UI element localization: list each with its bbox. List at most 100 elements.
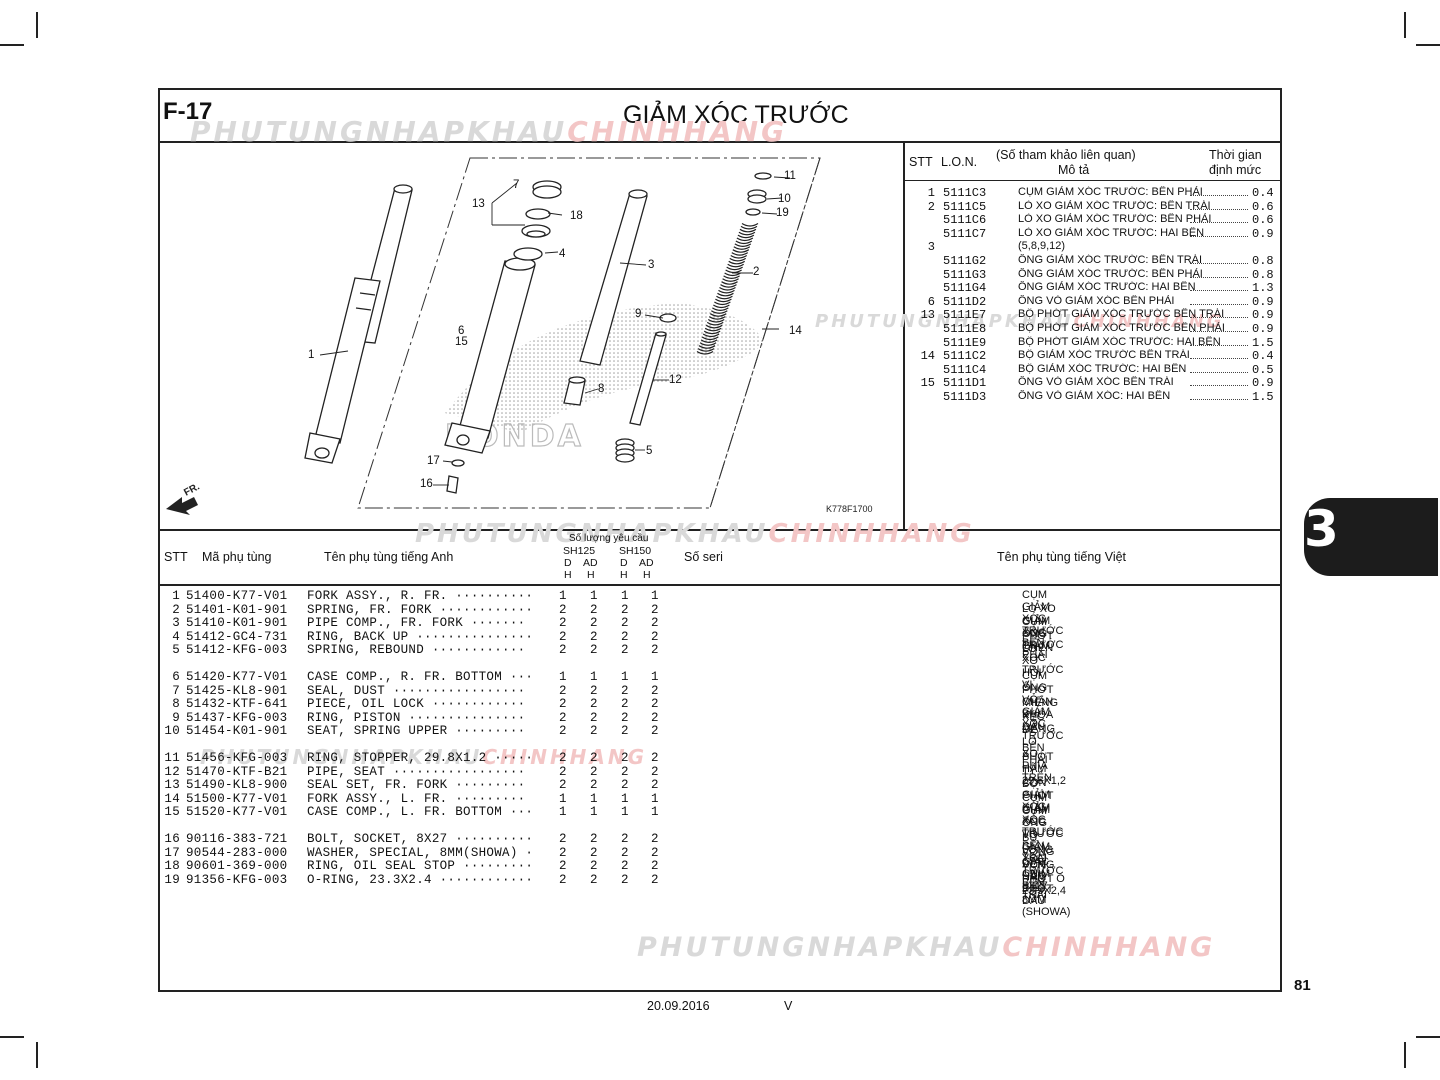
row-name-en: RING, BACK UP ··············· — [307, 629, 534, 644]
row-stt: 10 — [164, 724, 180, 739]
row-qty: 2 — [621, 859, 629, 874]
row-qty: 2 — [590, 643, 598, 658]
row-name-en: CASE COMP., R. FR. BOTTOM ··· — [307, 670, 534, 684]
row-part-number: 51401-K01-901 — [186, 602, 288, 617]
ref-row-code: 5111E9 — [943, 335, 987, 350]
row-qty: 2 — [559, 643, 567, 658]
row-qty: 2 — [651, 710, 659, 725]
row-qty: 2 — [559, 751, 567, 765]
row-qty: 2 — [559, 697, 567, 712]
svg-text:FR.: FR. — [182, 481, 202, 498]
row-qty: 2 — [590, 845, 598, 860]
row-qty: 2 — [651, 778, 659, 793]
parts-header-d2: D — [620, 557, 628, 569]
row-qty: 2 — [590, 832, 598, 846]
row-name-en: O-RING, 23.3X2.4 ············ — [307, 872, 534, 887]
diagram-divider — [903, 141, 905, 530]
callout-13: 13 — [472, 198, 485, 210]
parts-header-divider — [158, 584, 1282, 586]
row-qty: 2 — [590, 602, 598, 617]
ref-row-time: 0.9 — [1252, 308, 1274, 323]
section-tab: 3 — [1304, 498, 1438, 576]
ref-row-desc: LÒ XO GIẢM XÓC TRƯỚC: BÊN PHẢI — [1018, 213, 1246, 226]
ref-header-lon: L.O.N. — [941, 155, 978, 169]
callout-12: 12 — [669, 374, 682, 386]
row-part-number: 90601-369-000 — [186, 859, 288, 874]
row-name-en: FORK ASSY., L. FR. ········· — [307, 791, 526, 806]
ref-row-time: 0.5 — [1252, 362, 1274, 377]
ref-row-leader — [1190, 331, 1248, 332]
parts-header-name-vn: Tên phụ tùng tiếng Việt — [997, 550, 1127, 564]
row-name-vn: VÒNG ĐỆM ĐẶC BIỆT 8MM (SHOWA) — [1022, 845, 1071, 918]
row-part-number: 51470-KTF-B21 — [186, 764, 288, 779]
row-qty: 2 — [621, 764, 629, 779]
ref-row-code: 5111C2 — [943, 349, 987, 364]
ref-row-desc: (5,8,9,12) — [1018, 240, 1066, 253]
damper-parts-drawing — [563, 331, 667, 463]
row-qty: 2 — [559, 724, 567, 739]
callout-7: 7 — [513, 179, 520, 191]
ref-row-code: 5111D3 — [943, 390, 987, 404]
ref-row-leader — [1190, 303, 1248, 305]
diagram-bottom-divider — [158, 529, 1282, 531]
parts-header-serial: Số seri — [684, 550, 723, 564]
row-qty: 2 — [621, 602, 629, 617]
row-part-number: 51400-K77-V01 — [186, 589, 288, 603]
row-qty: 2 — [559, 764, 567, 779]
ref-row-leader — [1190, 263, 1248, 264]
row-part-number: 51454-K01-901 — [186, 724, 288, 739]
row-part-number: 51520-K77-V01 — [186, 805, 288, 820]
ref-row-desc: BỘ PHỚT GIẢM XÓC TRƯỚC BÊN TRÁI — [1018, 308, 1246, 321]
ref-row-desc: ỐNG GIẢM XÓC TRƯỚC: HAI BÊN — [1018, 281, 1246, 294]
callout-4: 4 — [559, 248, 566, 260]
row-part-number: 51456-KFG-003 — [186, 751, 288, 765]
fork-assembly-left-drawing — [304, 184, 413, 464]
figure-code: K778F1700 — [826, 504, 873, 514]
row-qty: 2 — [590, 764, 598, 779]
row-name-en: RING, OIL SEAL STOP ········· — [307, 859, 534, 874]
page-title: GIẢM XÓC TRƯỚC — [623, 101, 849, 129]
ref-row-time: 0.9 — [1252, 226, 1274, 241]
row-name-en: SPRING, FR. FORK ············ — [307, 602, 534, 617]
row-part-number: 91356-KFG-003 — [186, 872, 288, 887]
footer-date: 20.09.2016 — [647, 999, 710, 1013]
parts-header-h1: H — [564, 569, 572, 581]
row-name-vn: PHỚT CHÊN — [1022, 629, 1054, 654]
ref-row-time: 0.9 — [1252, 376, 1274, 391]
callout-9: 9 — [635, 308, 642, 320]
fork-case-drawing — [444, 257, 536, 454]
ref-row-desc: CỤM GIẢM XÓC TRƯỚC: BÊN PHẢI — [1018, 186, 1246, 198]
row-qty: 2 — [590, 872, 598, 887]
ref-header-time2: định mức — [1209, 163, 1262, 177]
callout-6: 6 — [458, 325, 465, 337]
ref-row-code: 5111C4 — [943, 362, 987, 377]
row-qty: 1 — [621, 670, 629, 684]
row-qty: 2 — [559, 683, 567, 698]
row-qty: 2 — [590, 751, 598, 765]
row-stt: 5 — [172, 643, 180, 658]
ref-row-code: 5111E7 — [943, 308, 987, 323]
ref-row-code: 5111G2 — [943, 254, 987, 268]
row-stt: 19 — [164, 872, 180, 887]
row-name-vn: CỤM GIẢM XÓC TRƯỚC BÊN PHẢI — [1022, 589, 1064, 661]
ref-row-leader — [1190, 371, 1248, 373]
ref-row-leader — [1190, 399, 1248, 400]
callout-5: 5 — [646, 445, 653, 457]
callout-1: 1 — [308, 349, 315, 361]
row-stt: 1 — [172, 589, 180, 603]
row-name-en: PIECE, OIL LOCK ············ — [307, 697, 526, 712]
bolt-washer-drawing — [446, 459, 465, 494]
ref-row-code: 5111D2 — [943, 294, 987, 309]
title-divider — [158, 141, 1282, 143]
row-stt: 18 — [164, 859, 180, 874]
row-qty: 2 — [621, 683, 629, 698]
row-qty: 2 — [621, 643, 629, 658]
row-name-vn: ĐẾ LÒ XO PHÍA TRÊN — [1022, 724, 1052, 785]
parts-header-model2: SH150 — [619, 545, 652, 557]
row-name-en: SEAL SET, FR. FORK ········· — [307, 778, 526, 793]
ref-header-desc: Mô tả — [1058, 163, 1090, 177]
seal-stack-drawing — [513, 180, 562, 261]
row-name-vn: PHỚT CHẮN BỤI — [1022, 683, 1054, 720]
parts-header-ad1: AD — [583, 557, 598, 569]
row-qty: 2 — [621, 616, 629, 631]
